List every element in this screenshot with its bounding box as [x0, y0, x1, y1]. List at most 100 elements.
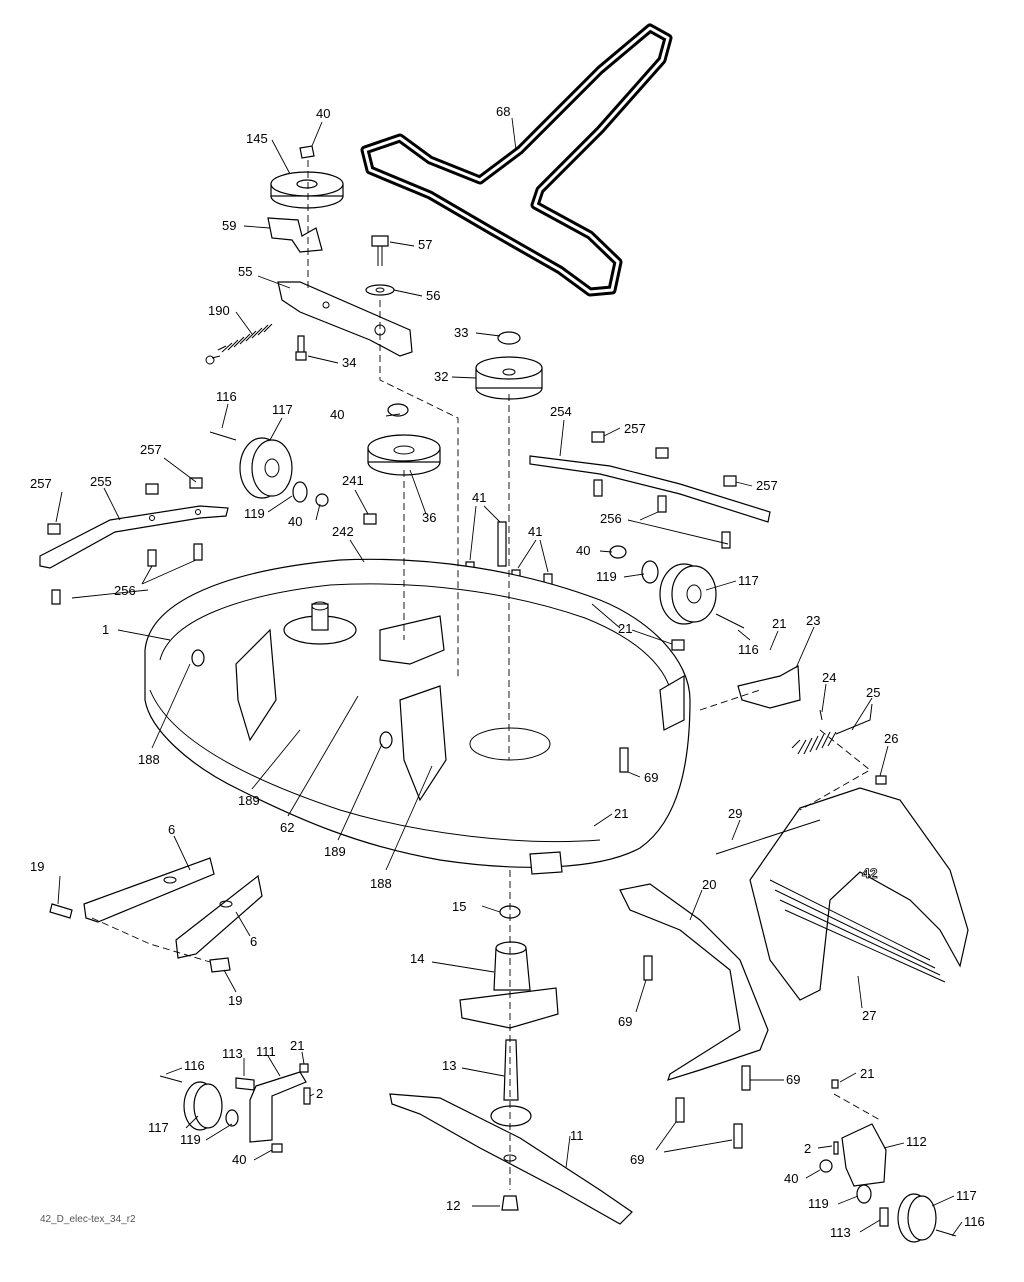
callout-label: 2 — [316, 1086, 323, 1101]
wheel-left-lower — [159, 1063, 311, 1153]
bolt-washer-57-56 — [365, 235, 395, 296]
callout-label: 55 — [238, 264, 252, 279]
callout-label: 69 — [786, 1072, 800, 1087]
callout-label: 32 — [434, 369, 448, 384]
callout-label: 36 — [422, 510, 436, 525]
callout-label: 255 — [90, 474, 112, 489]
callout-label: 256 — [600, 511, 622, 526]
bracket-255 — [39, 477, 229, 605]
callout-label: 257 — [30, 476, 52, 491]
callout-label: 69 — [644, 770, 658, 785]
callout-label: 12 — [446, 1198, 460, 1213]
callout-label: 2 — [804, 1141, 811, 1156]
callout-label: 69 — [618, 1014, 632, 1029]
callout-label: 40 — [784, 1171, 798, 1186]
callout-label: 13 — [442, 1058, 456, 1073]
callout-label: 68 — [496, 104, 510, 119]
callout-label: 117 — [738, 573, 759, 588]
callout-label: 145 — [246, 131, 268, 146]
callout-label: 27 — [862, 1008, 876, 1023]
callout-label: 189 — [324, 844, 346, 859]
callout-label: 15 — [452, 899, 466, 914]
callout-label: 116 — [184, 1058, 205, 1073]
callout-label: 21 — [860, 1066, 874, 1081]
callout-label: 112 — [906, 1134, 927, 1149]
mower-deck — [144, 558, 691, 875]
callout-label: 33 — [454, 325, 468, 340]
spindle-assembly — [459, 905, 559, 1127]
wheel-right-upper — [581, 545, 745, 651]
callout-label: 113 — [222, 1046, 243, 1061]
callout-label: 117 — [272, 402, 293, 417]
callout-label: 188 — [138, 752, 160, 767]
callout-label: 242 — [332, 524, 354, 539]
callout-label: 69 — [630, 1152, 644, 1167]
callout-label: 57 — [418, 237, 432, 252]
callout-label: 241 — [342, 473, 364, 488]
callout-label: 56 — [426, 288, 440, 303]
callout-label: 116 — [216, 389, 237, 404]
callout-label: 19 — [30, 859, 44, 874]
callout-label: 257 — [624, 421, 646, 436]
bolts-69 — [619, 747, 751, 1149]
assembly-lines — [91, 160, 881, 1190]
callout-label: 6 — [168, 822, 175, 837]
callout-label: 119 — [180, 1132, 201, 1147]
callout-label: 26 — [884, 731, 898, 746]
callout-label: 190 — [208, 303, 230, 318]
callout-label: 62 — [280, 820, 294, 835]
deflector-bracket-23 — [737, 665, 887, 785]
callout-label: 1 — [102, 622, 109, 637]
drawing-code: 42_D_elec-tex_34_r2 — [40, 1214, 136, 1225]
idler-pulley-36 — [367, 403, 441, 476]
callout-label: 257 — [140, 442, 162, 457]
callout-label: 11 — [570, 1128, 584, 1143]
callout-label: 19 — [228, 993, 242, 1008]
deck-size-badge: 42 — [862, 865, 878, 881]
callout-label: 117 — [148, 1120, 169, 1135]
callout-label: 41 — [472, 490, 486, 505]
callout-label: 59 — [222, 218, 236, 233]
callout-label: 34 — [342, 355, 356, 370]
callout-label: 25 — [866, 685, 880, 700]
spring-part — [205, 323, 273, 365]
wheel-right-lower — [819, 1079, 957, 1243]
callout-label: 116 — [964, 1214, 985, 1229]
callout-label: 21 — [618, 621, 632, 636]
callout-label: 40 — [576, 543, 590, 558]
callout-leaders — [55, 117, 963, 1237]
bracket-254 — [529, 431, 771, 549]
belt-part — [360, 23, 673, 297]
pulley-32-33 — [475, 331, 543, 400]
discharge-chute: 42 — [619, 787, 969, 1081]
callout-label: 29 — [728, 806, 742, 821]
callout-label: 116 — [738, 642, 759, 657]
idler-pulley-top — [267, 145, 413, 361]
callout-label: 117 — [956, 1188, 977, 1203]
callout-label: 21 — [772, 616, 786, 631]
callout-label: 113 — [830, 1225, 851, 1240]
callout-label: 111 — [256, 1044, 276, 1059]
callout-label: 40 — [330, 407, 344, 422]
callout-label: 254 — [550, 404, 572, 419]
callout-label: 23 — [806, 613, 820, 628]
callout-label: 119 — [244, 506, 265, 521]
baffle-brackets-6 — [49, 857, 263, 973]
callout-label: 14 — [410, 951, 424, 966]
callout-label: 6 — [250, 934, 257, 949]
callout-label: 40 — [288, 514, 302, 529]
callout-label: 40 — [316, 106, 330, 121]
callout-label: 21 — [290, 1038, 304, 1053]
callout-label: 189 — [238, 793, 260, 808]
callout-label: 119 — [808, 1196, 829, 1211]
callout-label: 256 — [114, 583, 136, 598]
callout-label: 188 — [370, 876, 392, 891]
callout-label: 40 — [232, 1152, 246, 1167]
wheel-left-upper — [209, 431, 329, 507]
callout-label: 41 — [528, 524, 542, 539]
callout-label: 21 — [614, 806, 628, 821]
callout-label: 119 — [596, 569, 617, 584]
callout-label: 24 — [822, 670, 836, 685]
callout-labels: 40 145 68 59 57 55 56 190 34 33 32 116 1… — [30, 104, 985, 1240]
